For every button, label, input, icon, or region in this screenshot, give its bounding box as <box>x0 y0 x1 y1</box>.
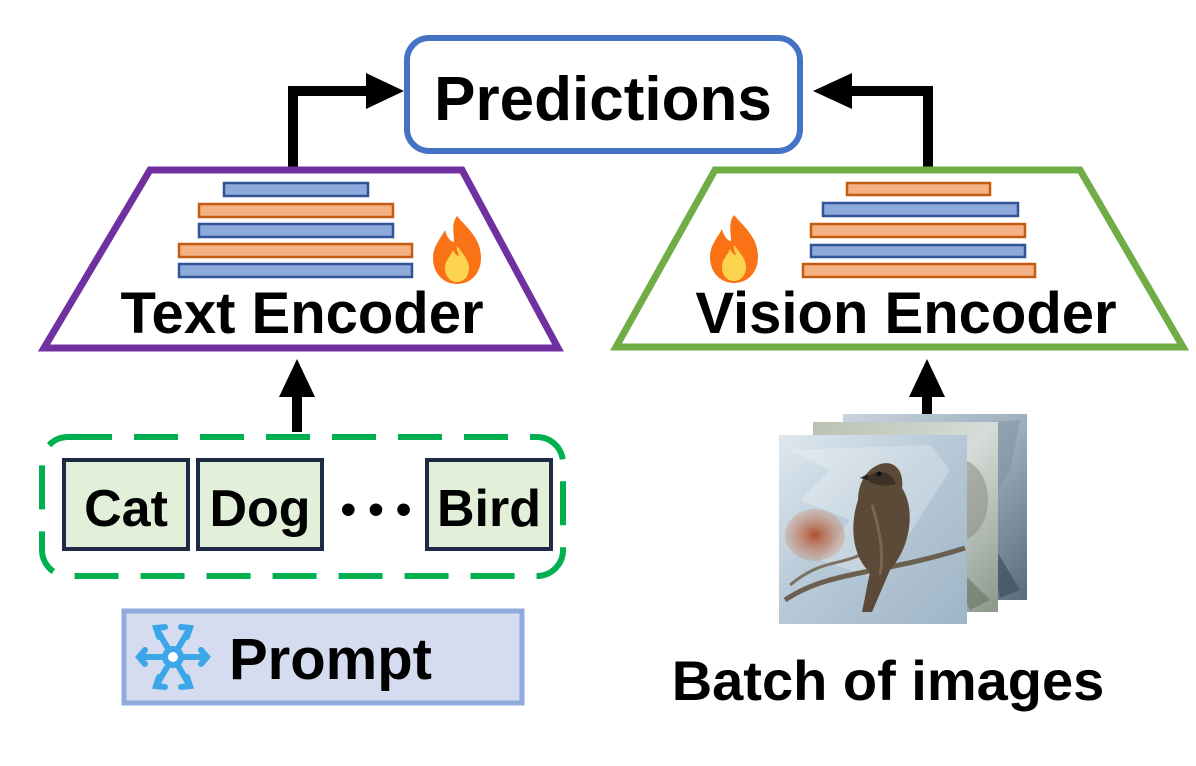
text-encoder: Text Encoder <box>37 166 564 352</box>
bird-shape <box>853 463 910 612</box>
prompt-label: Prompt <box>229 627 432 692</box>
vision-encoder-layer <box>845 181 992 197</box>
image-batch <box>779 414 1027 624</box>
vision-to-predictions-arrow <box>813 73 933 170</box>
class-ellipsis: • • • <box>341 485 412 534</box>
text-to-predictions-arrow <box>288 73 404 171</box>
text-encoder-label: Text Encoder <box>120 281 483 346</box>
images-caption: Batch of images <box>672 649 1105 712</box>
class-box-cat: Cat <box>62 458 190 551</box>
vision-encoder-layers <box>801 181 1037 279</box>
class-names-group: Cat Dog • • • Bird <box>39 434 566 579</box>
fire-icon <box>710 215 758 283</box>
vision-encoder-label: Vision Encoder <box>695 281 1116 346</box>
class-box-dog: Dog <box>196 458 324 551</box>
predictions-label: Predictions <box>434 65 772 134</box>
vision-encoder-layer <box>821 201 1020 218</box>
predictions-box: Predictions <box>404 35 803 154</box>
vision-encoder: Vision Encoder <box>610 166 1190 351</box>
text-encoder-layers <box>177 181 414 279</box>
vision-encoder-layer <box>809 243 1027 259</box>
snowflake-icon <box>135 624 211 690</box>
text-encoder-layer <box>177 262 414 279</box>
vision-encoder-layer <box>801 262 1037 279</box>
fire-icon <box>433 216 481 284</box>
image-card-front <box>779 435 967 624</box>
class-label-bird: Bird <box>437 480 541 538</box>
class-box-bird: Bird <box>425 458 553 551</box>
text-encoder-layer <box>197 222 395 239</box>
text-encoder-layer <box>197 202 395 219</box>
leaf-shape <box>785 509 845 561</box>
class-label-cat: Cat <box>84 480 168 538</box>
vision-encoder-layer <box>809 222 1027 239</box>
text-encoder-layer <box>177 242 414 259</box>
prompt-box: Prompt <box>121 608 525 706</box>
class-label-dog: Dog <box>209 480 310 538</box>
prompt-to-text-encoder-arrow <box>279 359 315 432</box>
text-encoder-layer <box>222 181 370 198</box>
